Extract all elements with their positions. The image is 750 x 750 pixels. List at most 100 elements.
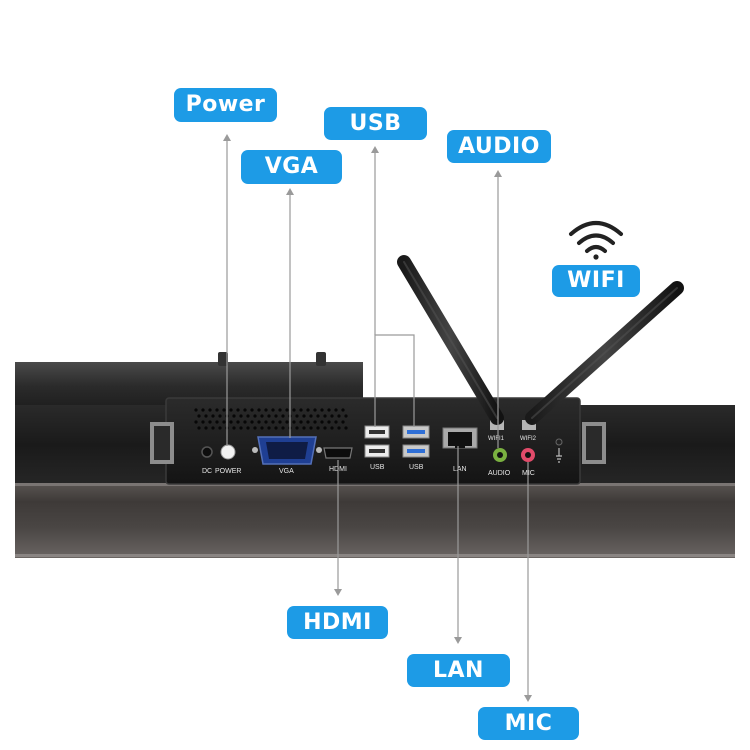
callout-lines	[223, 134, 532, 702]
vent-hole	[271, 420, 275, 424]
vent-hole	[316, 426, 320, 430]
vent-grille	[194, 408, 348, 430]
vent-hole	[306, 408, 310, 412]
vent-hole	[229, 420, 233, 424]
vent-hole	[323, 426, 327, 430]
vent-hole	[264, 420, 268, 424]
vent-hole	[232, 414, 236, 418]
vent-hole	[201, 408, 205, 412]
vent-hole	[236, 408, 240, 412]
vent-hole	[316, 414, 320, 418]
vent-hole	[239, 426, 243, 430]
vent-hole	[197, 414, 201, 418]
vent-hole	[218, 426, 222, 430]
vent-hole	[334, 408, 338, 412]
vga-label: VGA	[241, 150, 342, 184]
vent-hole	[278, 420, 282, 424]
vent-hole	[330, 414, 334, 418]
vent-hole	[337, 414, 341, 418]
vent-hole	[278, 408, 282, 412]
vent-hole	[299, 420, 303, 424]
power-label: Power	[174, 88, 277, 122]
vent-hole	[313, 420, 317, 424]
hdmi-port	[323, 447, 353, 459]
vent-hole	[327, 408, 331, 412]
lan-label: LAN	[407, 654, 510, 687]
vent-hole	[341, 420, 345, 424]
vent-hole	[257, 408, 261, 412]
vent-hole	[260, 426, 264, 430]
vent-hole	[344, 426, 348, 430]
antenna-right	[525, 281, 684, 425]
vent-hole	[236, 420, 240, 424]
wifi-label: WIFI	[552, 265, 640, 297]
vent-hole	[271, 408, 275, 412]
vent-hole	[344, 414, 348, 418]
vent-hole	[194, 420, 198, 424]
vent-hole	[267, 426, 271, 430]
panel-label-usb-left: USB	[370, 464, 385, 471]
panel-label-lan: LAN	[453, 466, 467, 473]
vent-hole	[264, 408, 268, 412]
lan-port	[442, 427, 478, 449]
panel-label-dc: DC	[202, 468, 212, 475]
audio-label: AUDIO	[447, 130, 551, 163]
vent-hole	[320, 420, 324, 424]
vent-hole	[218, 414, 222, 418]
vent-hole	[274, 426, 278, 430]
panel-label-audio: AUDIO	[488, 470, 511, 477]
vent-hole	[330, 426, 334, 430]
panel-label-usb-right: USB	[409, 464, 424, 471]
vent-hole	[253, 426, 257, 430]
vent-hole	[222, 420, 226, 424]
vent-hole	[309, 414, 313, 418]
vent-hole	[204, 426, 208, 430]
vent-hole	[222, 408, 226, 412]
vent-hole	[208, 408, 212, 412]
antenna-left	[397, 255, 504, 425]
vent-hole	[299, 408, 303, 412]
vent-hole	[215, 420, 219, 424]
vga-port	[252, 436, 322, 465]
vent-hole	[257, 420, 261, 424]
power-button	[220, 444, 236, 460]
vent-hole	[215, 408, 219, 412]
vent-hole	[341, 408, 345, 412]
vent-hole	[281, 426, 285, 430]
vent-hole	[274, 414, 278, 418]
io-panel: DC POWER VGA HDMI USB USB	[150, 397, 606, 485]
vent-hole	[313, 408, 317, 412]
vent-hole	[306, 420, 310, 424]
vent-hole	[243, 420, 247, 424]
vent-hole	[281, 414, 285, 418]
vent-hole	[253, 414, 257, 418]
vent-hole	[323, 414, 327, 418]
vent-hole	[250, 408, 254, 412]
vent-hole	[309, 426, 313, 430]
vent-hole	[250, 420, 254, 424]
vent-hole	[302, 414, 306, 418]
vent-hole	[201, 420, 205, 424]
vent-hole	[232, 426, 236, 430]
vent-hole	[229, 408, 233, 412]
vent-hole	[302, 426, 306, 430]
panel-label-vga: VGA	[279, 468, 294, 475]
vent-hole	[292, 408, 296, 412]
panel-label-power: POWER	[215, 468, 241, 475]
vent-hole	[295, 414, 299, 418]
vent-hole	[243, 408, 247, 412]
vent-hole	[327, 420, 331, 424]
vent-hole	[285, 408, 289, 412]
vent-hole	[320, 408, 324, 412]
usb-label: USB	[324, 107, 427, 140]
usb2-ports	[364, 425, 390, 458]
vent-hole	[204, 414, 208, 418]
vent-hole	[260, 414, 264, 418]
panel-label-wifi1: WIFI1	[488, 436, 505, 442]
vent-hole	[267, 414, 271, 418]
mic-label: MIC	[478, 707, 579, 740]
dc-jack	[201, 446, 213, 458]
vent-hole	[337, 426, 341, 430]
usb3-ports	[402, 425, 430, 458]
